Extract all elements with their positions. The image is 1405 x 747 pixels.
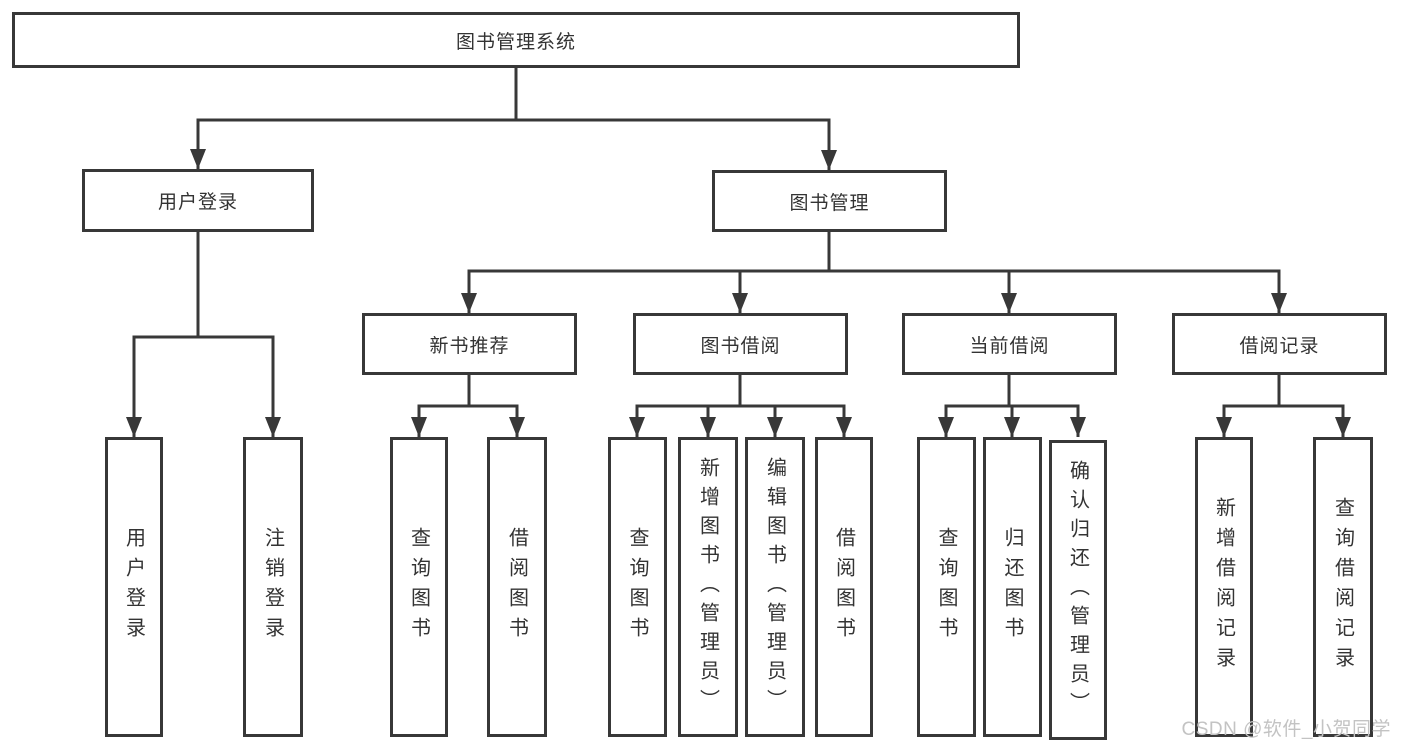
leaf-confirm-return-admin: 确认归还（管理员） xyxy=(1049,440,1107,740)
arrowhead-icon xyxy=(265,417,281,437)
leaf-logout: 注销登录 xyxy=(243,437,303,737)
leaf-borrow-book-1: 借阅图书 xyxy=(487,437,547,737)
arrowhead-icon xyxy=(700,417,716,437)
arrowhead-icon xyxy=(509,417,525,437)
connector-line xyxy=(635,404,846,437)
arrowhead-icon xyxy=(1335,417,1351,437)
arrowhead-icon xyxy=(821,150,837,170)
connector-borrowrecords-to-leaves xyxy=(1216,375,1351,437)
leaf-add-borrow-record: 新增借阅记录 xyxy=(1195,437,1253,737)
arrowhead-icon xyxy=(938,417,954,437)
arrowhead-icon xyxy=(190,149,206,169)
csdn-watermark: CSDN @软件_小贺同学 xyxy=(1181,719,1391,740)
arrowhead-icon xyxy=(1001,293,1017,313)
connector-line xyxy=(417,404,519,437)
connector-currentborrow-to-leaves xyxy=(938,375,1086,437)
leaf-borrow-book-2: 借阅图书 xyxy=(815,437,873,737)
connector-root-to-level2 xyxy=(190,68,837,170)
connector-line xyxy=(132,335,275,437)
node-root-system: 图书管理系统 xyxy=(12,12,1020,68)
arrowhead-icon xyxy=(767,417,783,437)
arrowhead-icon xyxy=(126,417,142,437)
connector-newbookrec-to-leaves xyxy=(411,375,525,437)
arrowhead-icon xyxy=(732,293,748,313)
node-book-borrow: 图书借阅 xyxy=(633,313,848,375)
node-book-management: 图书管理 xyxy=(712,170,947,232)
arrowhead-icon xyxy=(411,417,427,437)
connector-bookborrow-to-leaves xyxy=(629,375,852,437)
node-borrow-records: 借阅记录 xyxy=(1172,313,1387,375)
arrowhead-icon xyxy=(1004,417,1020,437)
connector-line xyxy=(1222,404,1345,437)
connector-line xyxy=(467,269,1281,313)
leaf-user-login: 用户登录 xyxy=(105,437,163,737)
leaf-query-book-3: 查询图书 xyxy=(917,437,976,737)
leaf-add-book-admin: 新增图书（管理员） xyxy=(678,437,738,737)
leaf-edit-book-admin: 编辑图书（管理员） xyxy=(745,437,805,737)
leaf-query-book-1: 查询图书 xyxy=(390,437,448,737)
leaf-query-borrow-record: 查询借阅记录 xyxy=(1313,437,1373,737)
arrowhead-icon xyxy=(836,417,852,437)
arrowhead-icon xyxy=(1070,417,1086,437)
arrowhead-icon xyxy=(461,293,477,313)
arrowhead-icon xyxy=(1216,417,1232,437)
arrowhead-icon xyxy=(1271,293,1287,313)
node-new-book-recommend: 新书推荐 xyxy=(362,313,577,375)
leaf-return-book: 归还图书 xyxy=(983,437,1042,737)
connector-userlogin-to-leaves xyxy=(126,232,281,437)
connector-bookmgmt-to-level3 xyxy=(461,232,1287,313)
arrowhead-icon xyxy=(629,417,645,437)
connector-line xyxy=(196,118,831,170)
node-user-login: 用户登录 xyxy=(82,169,314,232)
leaf-query-book-2: 查询图书 xyxy=(608,437,667,737)
node-current-borrow: 当前借阅 xyxy=(902,313,1117,375)
